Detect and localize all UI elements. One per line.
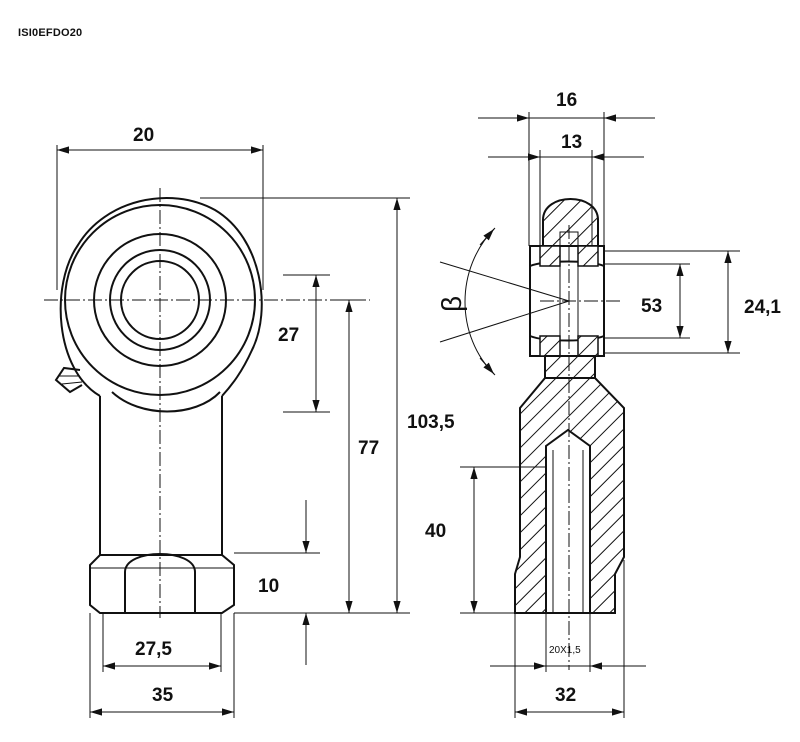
side-view: β 16 13 53 24,1 40 2 <box>425 90 781 718</box>
head-lower-arc <box>111 391 221 413</box>
dim-27-label: 27 <box>278 325 299 346</box>
dim-27-5-label: 27,5 <box>135 639 172 660</box>
dim-77-label: 77 <box>358 438 379 459</box>
ball-hatch-tl <box>539 245 561 267</box>
dim-103-5-label: 103,5 <box>407 412 455 433</box>
angle-label: β <box>436 296 467 312</box>
hex-nut <box>89 554 235 614</box>
ball-hatch-bl <box>539 335 561 357</box>
ball-bottom-curve <box>529 335 605 342</box>
dim-32-label: 32 <box>555 685 576 706</box>
front-view: 20 27 77 103,5 10 27,5 35 <box>44 125 455 718</box>
angle-ray-2 <box>439 300 570 343</box>
top-cap <box>542 198 599 247</box>
hex-face <box>124 553 196 613</box>
rod-end-head <box>59 197 263 397</box>
ball-hatch-tr <box>577 245 599 267</box>
thread-spec-label: 20X1,5 <box>549 645 581 656</box>
dim-20-label: 20 <box>133 125 154 146</box>
dim-40-label: 40 <box>425 521 446 542</box>
ball-top-curve <box>529 260 605 267</box>
dim-13-label: 13 <box>561 132 582 153</box>
dim-24-1-label: 24,1 <box>744 297 781 318</box>
angle-ray-1 <box>439 261 570 302</box>
ball-hatch-br <box>577 335 599 357</box>
dim-53-label: 53 <box>641 296 662 317</box>
dim-10-label: 10 <box>258 576 279 597</box>
part-code: ISI0EFDO20 <box>18 27 83 39</box>
angle-arc <box>464 227 496 376</box>
dim-35-label: 35 <box>152 685 174 706</box>
neck <box>544 355 596 379</box>
grease-nipple <box>54 366 83 394</box>
dim-16-label: 16 <box>556 90 577 111</box>
